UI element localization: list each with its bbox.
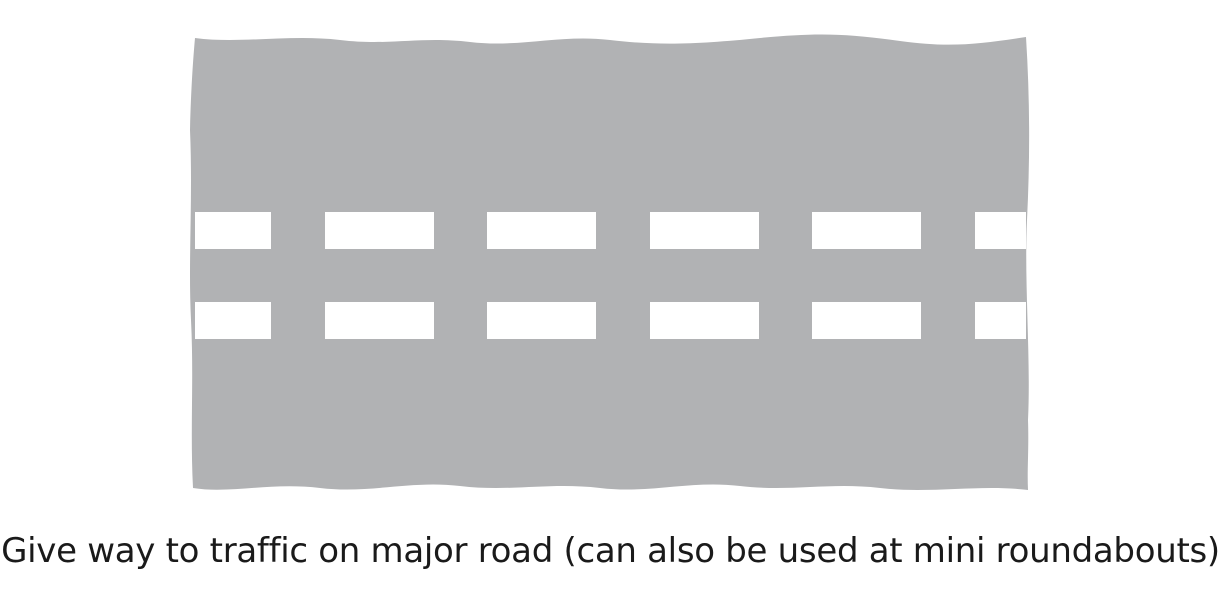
give-way-dash: [325, 302, 434, 339]
give-way-dash-row-upper: [195, 212, 1026, 249]
give-way-dash: [195, 302, 271, 339]
give-way-dash: [812, 302, 921, 339]
give-way-dash: [650, 212, 759, 249]
give-way-dash: [487, 212, 596, 249]
give-way-dash-row-lower: [195, 302, 1026, 339]
give-way-dash: [812, 212, 921, 249]
give-way-dash: [195, 212, 271, 249]
give-way-dash: [325, 212, 434, 249]
give-way-dash: [975, 212, 1026, 249]
give-way-dash: [975, 302, 1026, 339]
figure-caption: Give way to traffic on major road (can a…: [1, 531, 1220, 571]
road-surface: [190, 34, 1030, 490]
give-way-dash: [487, 302, 596, 339]
give-way-dash: [650, 302, 759, 339]
